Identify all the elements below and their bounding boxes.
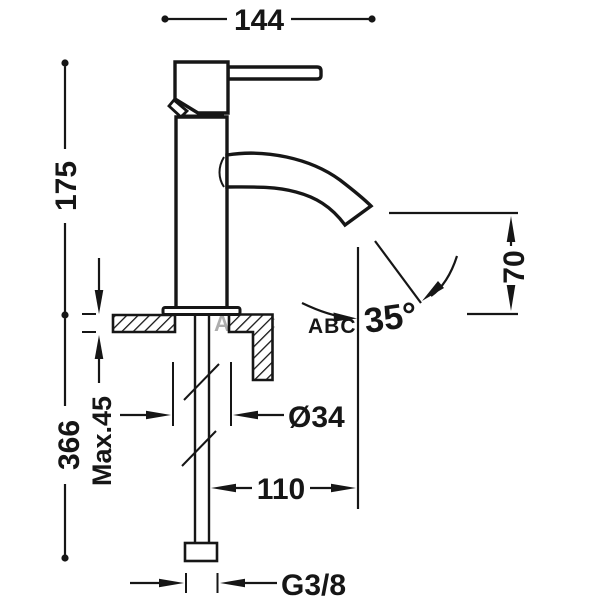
dim-height-175 bbox=[61, 59, 69, 319]
watermark-abc: ABC bbox=[308, 315, 357, 338]
dim-height-366 bbox=[61, 318, 69, 562]
dim-label-144: 144 bbox=[234, 4, 284, 37]
dim-label-max45: Max.45 bbox=[87, 396, 117, 486]
faucet-spout bbox=[225, 151, 374, 228]
dim-deck-max45 bbox=[82, 258, 104, 383]
faucet-lever bbox=[226, 65, 323, 81]
dim-width-144 bbox=[161, 15, 376, 23]
faucet-cartridge bbox=[173, 60, 230, 115]
countertop-right-section bbox=[227, 313, 274, 382]
dim-thread-g38 bbox=[130, 573, 277, 593]
spout-joint-arc bbox=[218, 156, 225, 188]
dim-label-110: 110 bbox=[257, 473, 305, 506]
dim-angle-35 bbox=[301, 240, 459, 509]
dim-label-175: 175 bbox=[50, 161, 83, 211]
dim-label-diam34: Ø34 bbox=[288, 401, 345, 434]
faucet-base-plate bbox=[161, 306, 242, 316]
dim-outlet-height-70 bbox=[389, 211, 518, 316]
dim-reach-110 bbox=[211, 483, 356, 493]
angle-arrowhead-right bbox=[422, 281, 444, 301]
dim-label-70: 70 bbox=[498, 250, 531, 283]
countertop-left-section bbox=[111, 313, 177, 334]
dim-label-35deg: 35° bbox=[362, 295, 420, 341]
supply-pipe bbox=[193, 315, 211, 543]
faucet-body-column bbox=[174, 115, 229, 310]
supply-nut bbox=[183, 541, 219, 563]
faucet-outline bbox=[161, 60, 374, 316]
angle-reference-line bbox=[374, 240, 422, 304]
dim-label-g38: G3/8 bbox=[281, 569, 346, 600]
dim-label-366: 366 bbox=[53, 420, 86, 470]
dim-diameter-34 bbox=[120, 362, 284, 426]
pipe-break-marks bbox=[181, 363, 220, 467]
angle-arrowhead-left bbox=[333, 312, 357, 322]
